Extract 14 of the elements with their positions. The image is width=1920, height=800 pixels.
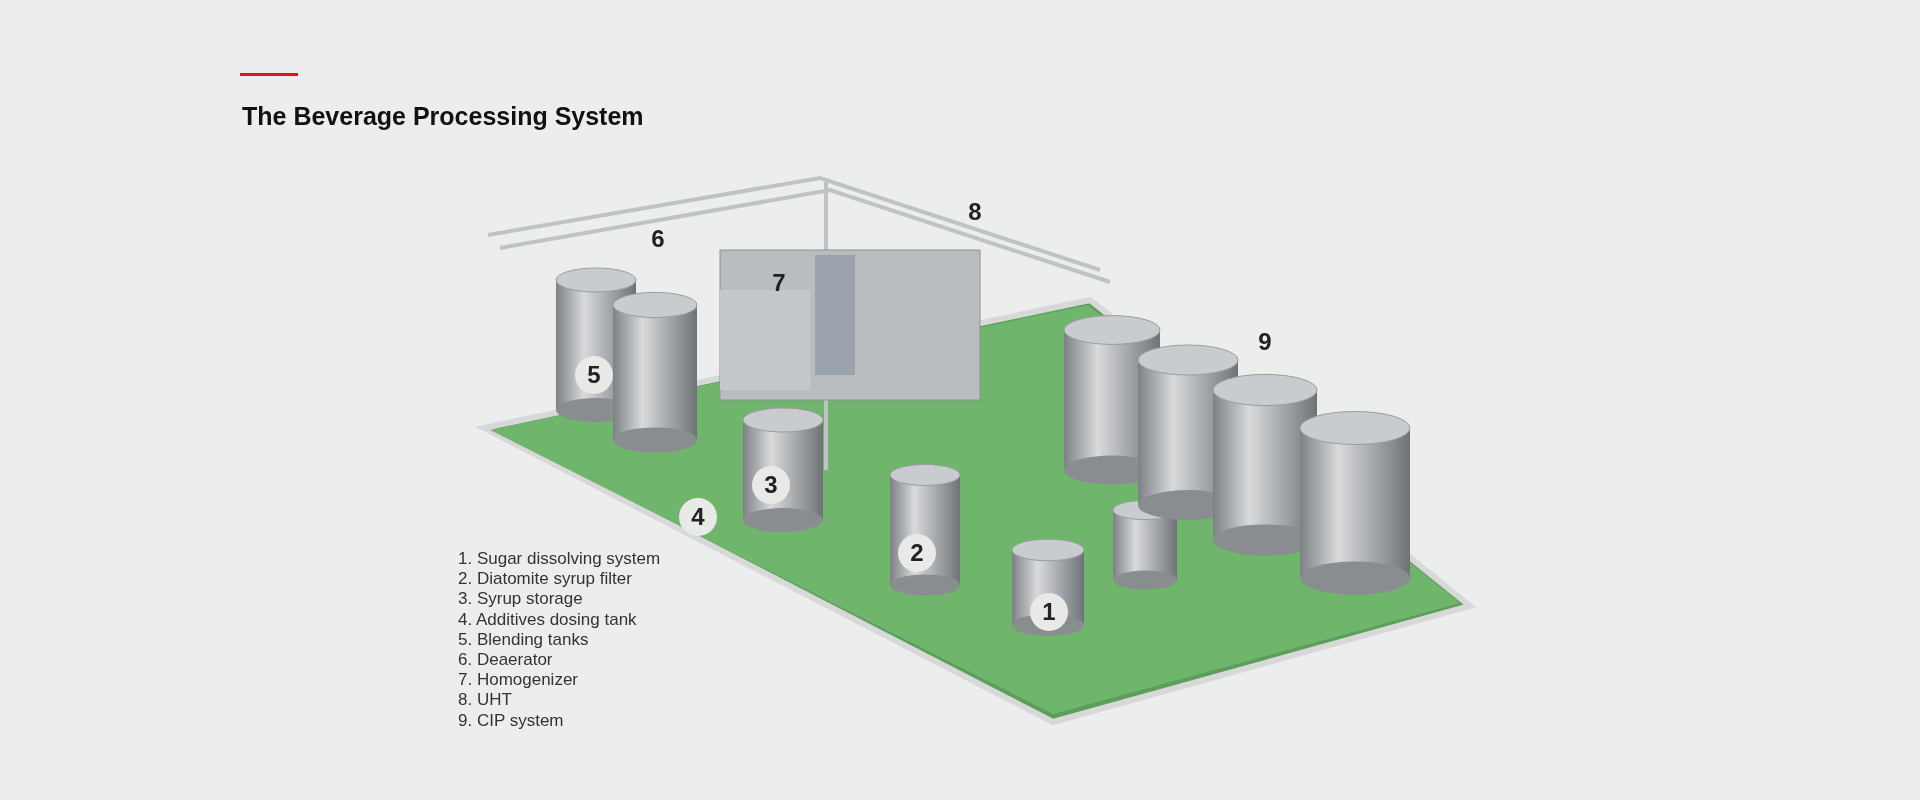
callout-number: 9 <box>1257 327 1273 357</box>
legend-item: 6. Deaerator <box>458 650 553 670</box>
legend-item: 5. Blending tanks <box>458 629 589 650</box>
legend-item: 8. UHT <box>458 690 512 711</box>
callout-number: 8 <box>967 197 983 227</box>
callout-number: 6 <box>650 224 666 254</box>
title: The Beverage Processing System <box>242 102 644 131</box>
legend-item: 4. Additives dosing tank <box>458 609 637 630</box>
legend-item: 3. Syrup storage <box>458 589 583 610</box>
legend-item: 7. Homogenizer <box>458 670 578 691</box>
legend-item: 1. Sugar dissolving system <box>458 549 661 569</box>
callout-number: 7 <box>771 268 787 298</box>
legend-item: 9. CIP system <box>458 710 564 731</box>
legend-item: 2. Diatomite syrup filter <box>458 569 632 590</box>
